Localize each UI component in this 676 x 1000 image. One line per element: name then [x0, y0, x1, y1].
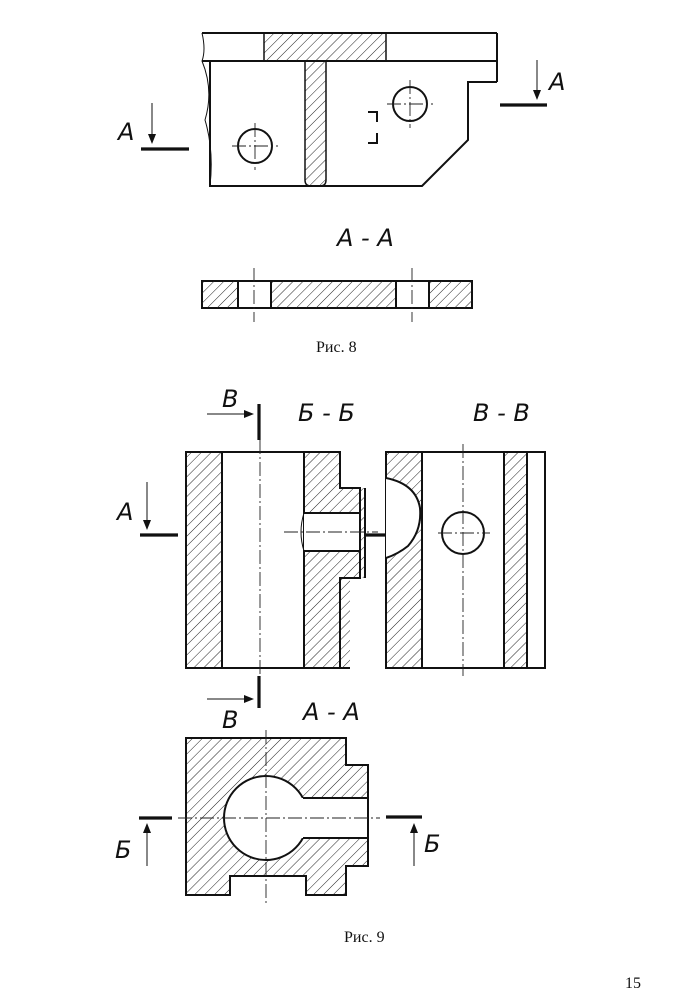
fig8-section-title: A - A [335, 224, 394, 252]
fig9-mark-b-cyr-right: Б [424, 830, 440, 858]
fig9-mark-b-bottom: B [222, 706, 238, 734]
fig9-title-vv: В - В [473, 399, 530, 427]
figure-9: B B A A Б - Б В - В A - A [115, 385, 546, 905]
fig9-title-aa: A - A [301, 698, 360, 726]
fig9-mark-a-left: A [115, 498, 133, 526]
page-number: 15 [625, 975, 641, 992]
fig9-title-bb: Б - Б [298, 399, 355, 427]
figure-9-caption: Рис. 9 [344, 929, 385, 946]
figure-8: A A A - A [116, 32, 565, 322]
fig9-mark-b-top: B [222, 385, 238, 413]
fig9-mark-b-cyr-left: Б [115, 836, 131, 864]
fig8-mark-left: A [116, 118, 134, 146]
fig8-mark-right: A [547, 68, 565, 96]
figure-8-caption: Рис. 8 [316, 339, 357, 356]
